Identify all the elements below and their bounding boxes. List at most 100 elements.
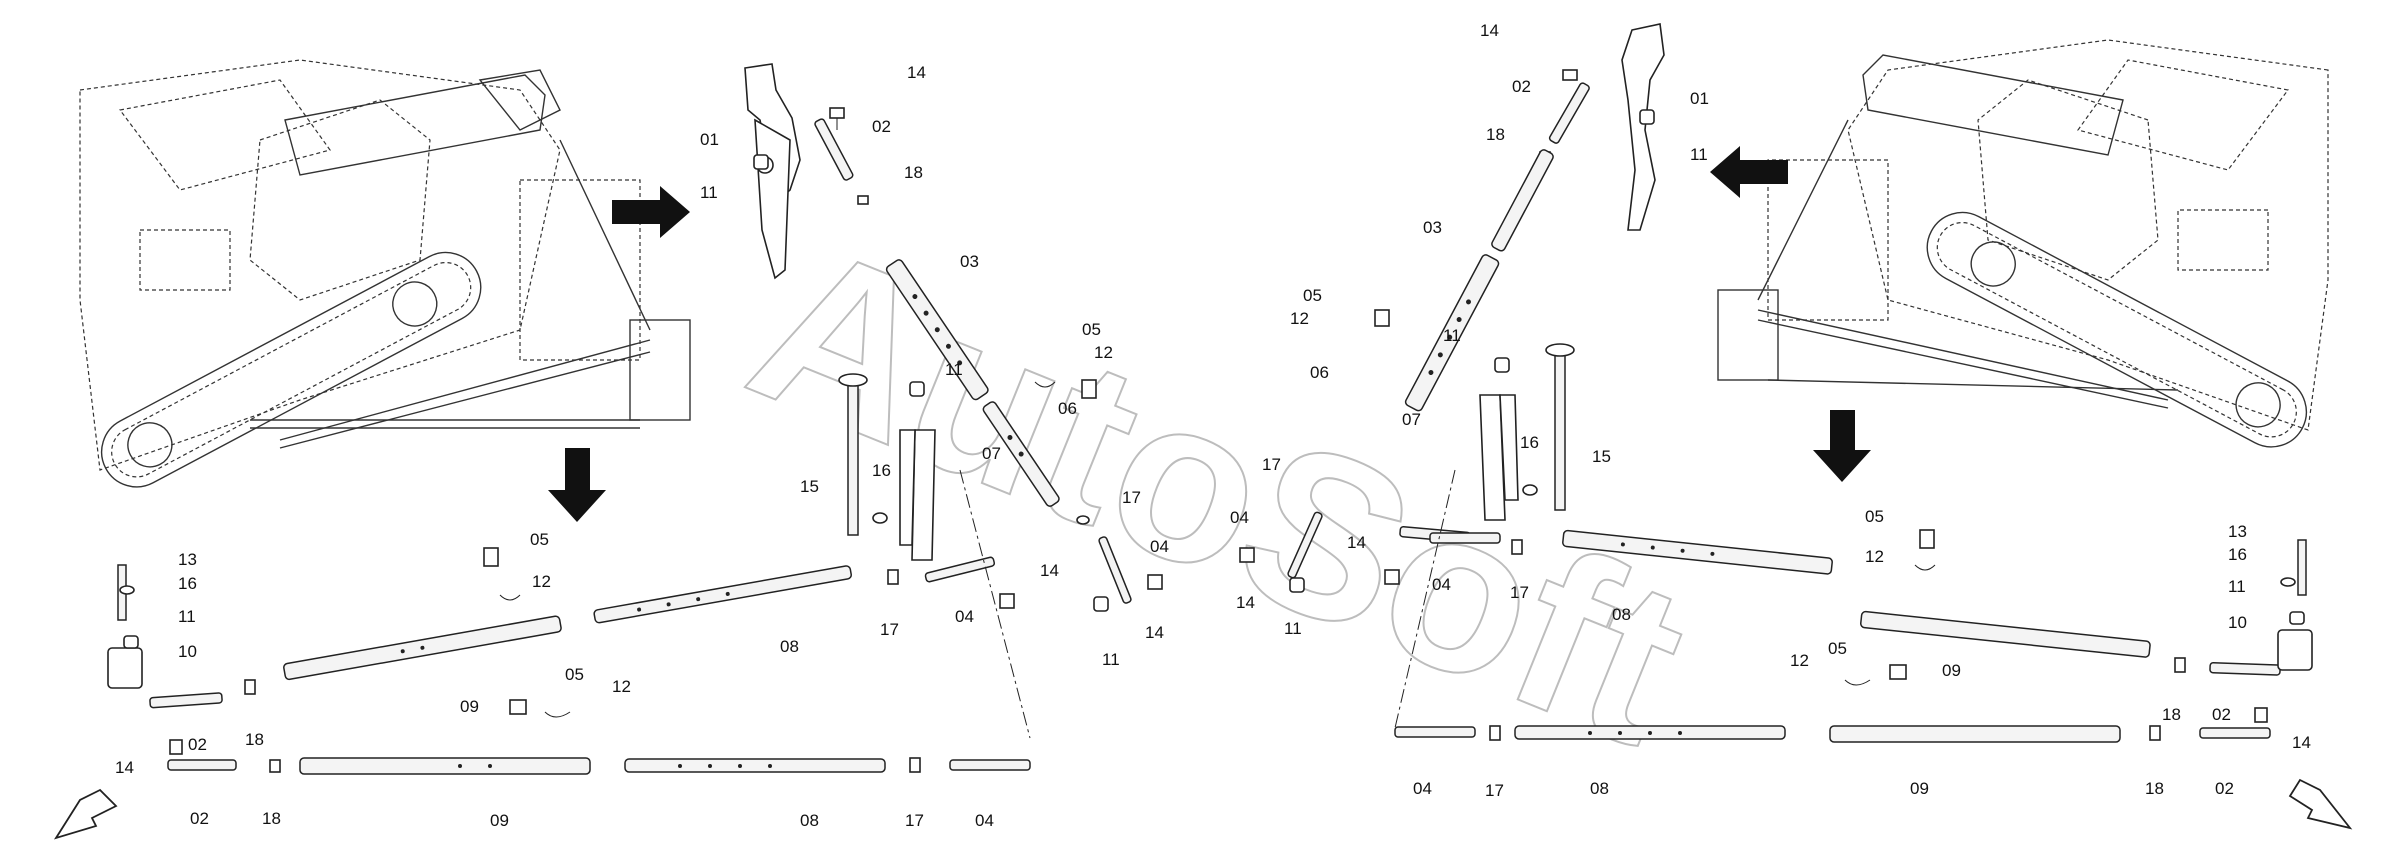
pivot-block-10 — [107, 647, 143, 689]
callout-r-16: 16 — [1520, 433, 1539, 452]
callout-r-16b: 16 — [2228, 545, 2247, 564]
bracket-01-r — [1621, 23, 1665, 231]
callout-r-05c: 05 — [1828, 639, 1847, 658]
callout-14b: 14 — [1145, 623, 1164, 642]
link-07 — [911, 429, 936, 561]
pin-18 — [857, 195, 869, 205]
callouts-left-upper: 01 11 14 02 18 03 05 12 11 06 07 15 16 1… — [700, 63, 1169, 669]
callout-08b: 08 — [800, 811, 819, 830]
link-09-lower — [299, 757, 591, 775]
callouts-right-lower: 05 12 05 12 09 13 16 11 10 18 02 14 04 1… — [1413, 507, 2311, 800]
callout-r-04: 04 — [1230, 508, 1249, 527]
callout-r-04b: 04 — [1432, 575, 1451, 594]
callouts-left-lower: 05 12 13 16 11 10 02 18 14 09 05 12 08 1… — [115, 530, 1059, 830]
rod-04-upper — [924, 556, 996, 583]
left-upper-assembly — [744, 63, 1163, 612]
callout-04: 04 — [1150, 537, 1169, 556]
callout-18: 18 — [904, 163, 923, 182]
rod-02 — [814, 118, 854, 181]
outline-arrow-left — [53, 788, 118, 840]
callout-11: 11 — [700, 183, 718, 202]
callout-14c: 14 — [115, 758, 134, 777]
right-upper-assembly — [1239, 23, 1665, 593]
rod-04-r-upper — [1429, 532, 1501, 544]
callout-r-18b: 18 — [2145, 779, 2164, 798]
callout-13: 13 — [178, 550, 197, 569]
callout-04b: 04 — [955, 607, 974, 626]
callout-r-07: 07 — [1402, 410, 1421, 429]
callout-02: 02 — [872, 117, 891, 136]
callout-15: 15 — [800, 477, 819, 496]
callout-r-09b: 09 — [1910, 779, 1929, 798]
callout-r-02c: 02 — [2215, 779, 2234, 798]
callout-02b: 02 — [188, 735, 207, 754]
callout-08: 08 — [780, 637, 799, 656]
callout-09: 09 — [460, 697, 479, 716]
callout-r-15: 15 — [1592, 447, 1611, 466]
callout-r-18: 18 — [1486, 125, 1505, 144]
callout-16b: 16 — [178, 574, 197, 593]
callout-r-05: 05 — [1303, 286, 1322, 305]
callout-14d: 14 — [1040, 561, 1059, 580]
callout-12c: 12 — [612, 677, 631, 696]
callout-04c: 04 — [975, 811, 994, 830]
callout-07: 07 — [982, 444, 1001, 463]
callout-r-08b: 08 — [1590, 779, 1609, 798]
rod-04-lower — [949, 759, 1031, 771]
callout-05b: 05 — [530, 530, 549, 549]
rod-15 — [847, 379, 859, 536]
callout-r-11d: 11 — [2228, 577, 2246, 596]
callout-18c: 18 — [262, 809, 281, 828]
callout-r-12c: 12 — [1790, 651, 1809, 670]
callout-r-13: 13 — [2228, 522, 2247, 541]
callout-17b: 17 — [880, 620, 899, 639]
tube-06-r — [1491, 149, 1554, 252]
callout-14: 14 — [907, 63, 926, 82]
callout-r-11c: 11 — [1284, 619, 1302, 638]
rod-04 — [1098, 536, 1132, 604]
callout-11d: 11 — [178, 607, 196, 626]
callout-r-11b: 11 — [1443, 326, 1461, 345]
callout-10: 10 — [178, 642, 197, 661]
callout-16: 16 — [872, 461, 891, 480]
machine-right — [1717, 39, 2329, 448]
callout-r-01: 01 — [1690, 89, 1709, 108]
callout-r-14c: 14 — [1236, 593, 1255, 612]
left-lower-assembly — [107, 469, 1031, 775]
callout-r-10: 10 — [2228, 613, 2247, 632]
nut-11 — [753, 154, 769, 170]
callout-02c: 02 — [190, 809, 209, 828]
callouts-right-upper: 14 02 01 11 18 03 05 12 06 11 07 16 15 1… — [1230, 21, 1709, 638]
callout-11c: 11 — [1102, 650, 1120, 669]
callout-r-03: 03 — [1423, 218, 1442, 237]
callout-05c: 05 — [565, 665, 584, 684]
bolt-14 — [829, 107, 845, 119]
watermark: AutoSoft — [721, 192, 1717, 794]
callout-06: 06 — [1058, 399, 1077, 418]
callout-r-11: 11 — [1690, 145, 1708, 164]
callout-r-06: 06 — [1310, 363, 1329, 382]
callout-11b: 11 — [945, 360, 963, 379]
callout-12b: 12 — [532, 572, 551, 591]
pin-05 — [1081, 379, 1097, 399]
callout-r-08: 08 — [1612, 605, 1631, 624]
callout-r-14d: 14 — [2292, 733, 2311, 752]
callout-18b: 18 — [245, 730, 264, 749]
callout-r-12b: 12 — [1865, 547, 1884, 566]
arrow-left — [1710, 146, 1788, 198]
callout-r-12: 12 — [1290, 309, 1309, 328]
arrow-down-right — [1813, 410, 1871, 482]
callout-r-02b: 02 — [2212, 705, 2231, 724]
callout-r-14b: 14 — [1347, 533, 1366, 552]
right-lower-assembly — [1394, 469, 2313, 743]
machine-left — [79, 59, 691, 488]
callout-01: 01 — [700, 130, 719, 149]
callout-r-05b: 05 — [1865, 507, 1884, 526]
callout-r-17b: 17 — [1510, 583, 1529, 602]
callout-03: 03 — [960, 252, 979, 271]
callout-r-02: 02 — [1512, 77, 1531, 96]
pivot-block-10-r — [2277, 629, 2313, 671]
callout-17: 17 — [1122, 488, 1141, 507]
callout-r-17: 17 — [1262, 455, 1281, 474]
